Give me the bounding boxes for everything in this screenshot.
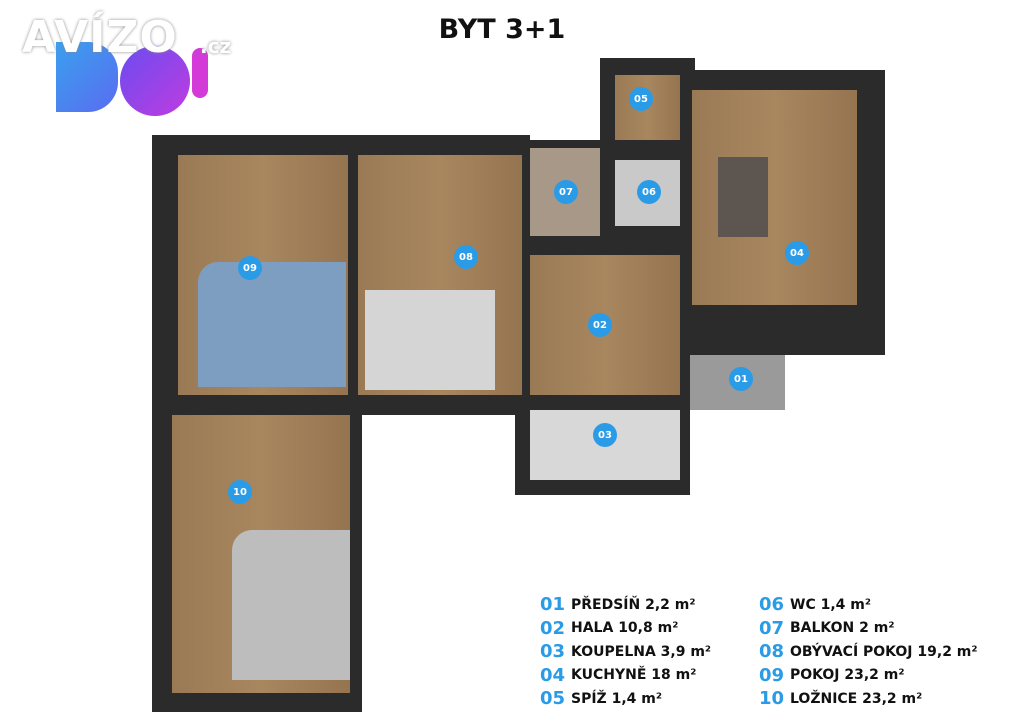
room-badge-03: 03 [593,423,617,447]
room-badge-04: 04 [785,241,809,265]
room-badge-06: 06 [637,180,661,204]
avizo-logo: AVÍZO .cz [22,12,242,116]
room-badge-10: 10 [228,480,252,504]
room-badge-09: 09 [238,256,262,280]
room-badge-07: 07 [554,180,578,204]
page-title: BYT 3+1 [438,14,566,45]
room-badge-02: 02 [588,313,612,337]
room-badge-01: 01 [729,367,753,391]
room-badge-08: 08 [454,245,478,269]
room-badge-05: 05 [629,87,653,111]
